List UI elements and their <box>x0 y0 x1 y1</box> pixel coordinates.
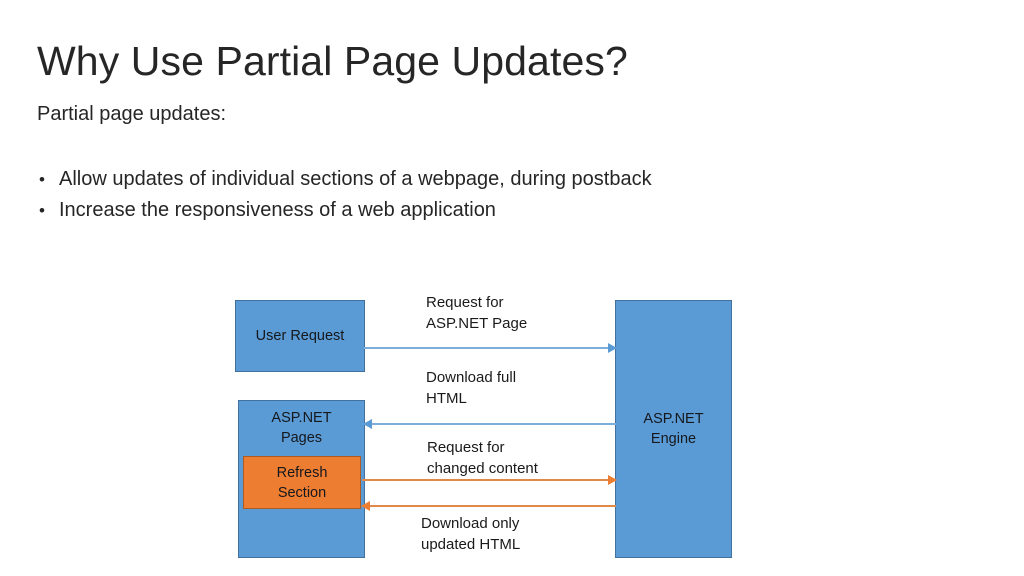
arrow-head-right-icon <box>608 475 617 485</box>
arrow-download-updated-html <box>361 501 616 511</box>
arrow-label-download-full-html: Download full HTML <box>426 369 517 407</box>
list-item: Allow updates of individual sections of … <box>37 164 652 195</box>
arrow-label-request-changed-content: Request for changed content <box>427 439 538 477</box>
arrow-download-full-html <box>363 419 616 429</box>
arrow-shaft <box>364 347 616 349</box>
arrow-request-changed-content <box>362 475 617 485</box>
arrow-label-download-updated-html: Download only updated HTML <box>421 515 521 553</box>
page-title: Why Use Partial Page Updates? <box>37 38 628 85</box>
diagram-node-user-request: User Request <box>235 300 365 372</box>
bullet-list: Allow updates of individual sections of … <box>37 164 652 226</box>
list-item: Increase the responsiveness of a web app… <box>37 195 652 226</box>
arrow-head-left-icon <box>361 501 370 511</box>
arrow-head-right-icon <box>608 343 617 353</box>
arrow-request-for-aspnet-page <box>364 343 617 353</box>
arrow-shaft <box>362 479 616 481</box>
arrow-label-request-for-aspnet-page: Request for ASP.NET Page <box>426 294 528 332</box>
diagram-node-aspnet-engine: ASP.NET Engine <box>615 300 732 558</box>
intro-text: Partial page updates: <box>37 103 227 125</box>
arrow-shaft <box>362 505 616 507</box>
arrow-head-left-icon <box>363 419 372 429</box>
arrow-shaft <box>364 423 616 425</box>
diagram-node-refresh-section: Refresh Section <box>243 456 361 509</box>
